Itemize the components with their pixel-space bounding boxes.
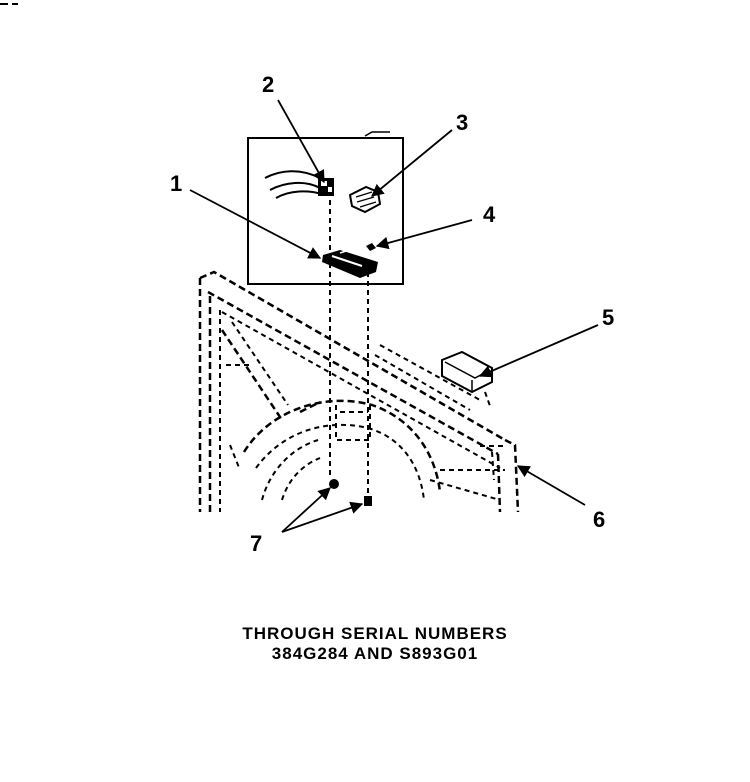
leader-4 bbox=[375, 219, 473, 250]
callout-4: 4 bbox=[483, 202, 496, 227]
caption-line-1: THROUGH SERIAL NUMBERS bbox=[242, 624, 508, 643]
leader-1 bbox=[189, 189, 322, 259]
callout-7: 7 bbox=[250, 531, 262, 556]
callout-5: 5 bbox=[602, 305, 614, 330]
leader-2 bbox=[277, 99, 325, 184]
leader-5 bbox=[478, 324, 599, 378]
callout-1: 1 bbox=[170, 171, 182, 196]
detail-box bbox=[247, 137, 404, 285]
part-7-screw-right bbox=[364, 496, 372, 506]
caption-line-2: 384G284 AND S893G01 bbox=[271, 644, 479, 663]
callout-3: 3 bbox=[456, 110, 468, 135]
serial-number-caption: THROUGH SERIAL NUMBERS 384G284 AND S893G… bbox=[0, 624, 750, 664]
cabinet-frame bbox=[198, 270, 520, 513]
leader-7a bbox=[281, 487, 331, 533]
callout-2: 2 bbox=[262, 72, 274, 97]
part-1-switch bbox=[322, 250, 378, 278]
part-7-screw-left bbox=[329, 479, 339, 489]
detail-box-top-notch bbox=[364, 131, 390, 137]
part-2-wire-connector bbox=[264, 170, 334, 199]
callout-6: 6 bbox=[593, 507, 605, 532]
drum-opening bbox=[242, 399, 442, 501]
leader-7b bbox=[281, 501, 364, 533]
part-4-clip bbox=[366, 243, 376, 251]
part-3-terminal-plug bbox=[348, 185, 382, 214]
leader-6 bbox=[516, 465, 586, 506]
part-5-bracket bbox=[441, 350, 493, 407]
leader-3 bbox=[371, 129, 453, 197]
